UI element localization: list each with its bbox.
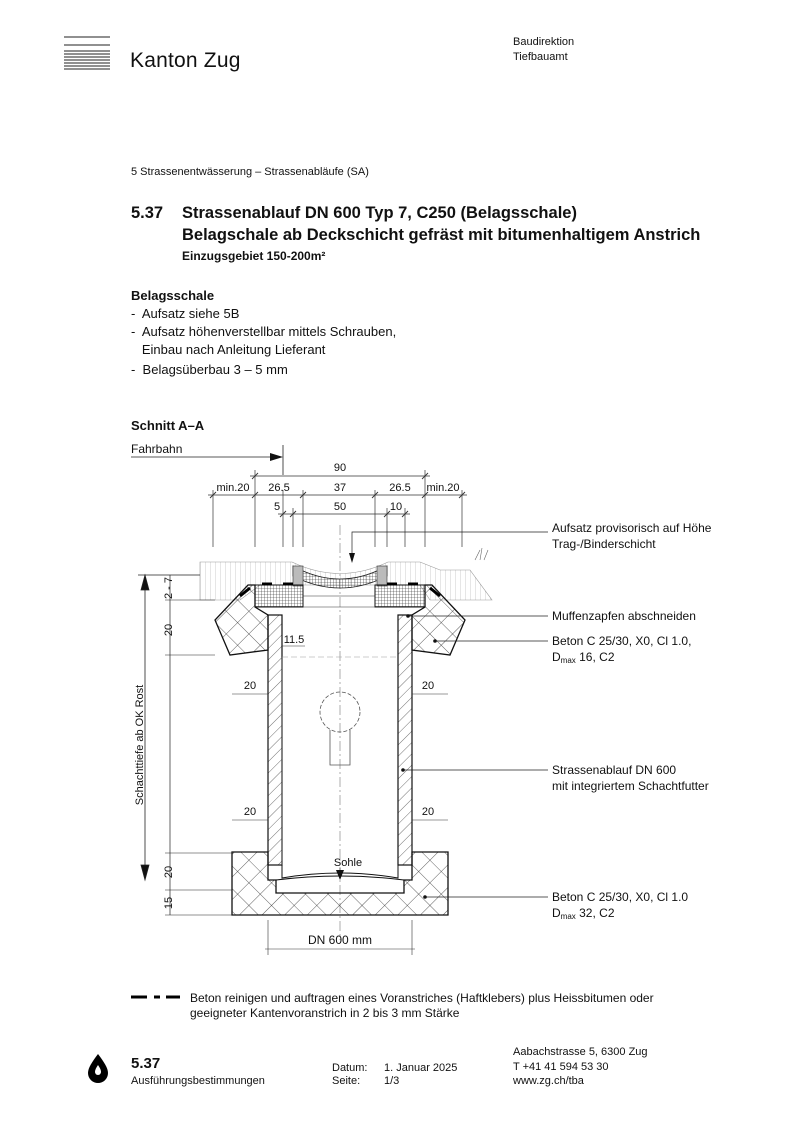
notes-item: - Aufsatz siehe 5B [131, 306, 240, 321]
collar-right [411, 584, 466, 656]
callout-beton-collar-dmax: Dmax 16, C2 [552, 650, 615, 665]
frame-block-right [374, 584, 426, 608]
date-label: Datum: [332, 1062, 368, 1074]
dim-wall-offset: 11.5 [284, 634, 305, 646]
callout-aufsatz-2: Trag-/Binderschicht [552, 537, 656, 551]
top-dimensions [208, 470, 467, 547]
outlet-pipe [319, 691, 361, 733]
callout-beton-base-dmax: Dmax 32, C2 [552, 906, 615, 921]
notes-item: Einbau nach Anleitung Lieferant [131, 342, 326, 357]
callout-ablauf: Strassenablauf DN 600 [552, 763, 676, 777]
dim-min-right: min.20 [426, 482, 459, 494]
notes-item: - Aufsatz höhenverstellbar mittels Schra… [131, 324, 397, 339]
callout-beton-base: Beton C 25/30, X0, Cl 1.0 [552, 890, 688, 904]
page-value: 1/3 [384, 1075, 400, 1087]
depth-dimension [138, 573, 232, 916]
dim-center: 37 [334, 482, 346, 494]
legend-text: Beton reinigen und auftragen eines Voran… [190, 991, 654, 1005]
dim-wall-right-top: 20 [422, 680, 434, 692]
dim-small-left: 5 [274, 501, 280, 513]
page-title: Strassenablauf DN 600 Typ 7, C250 (Belag… [182, 204, 577, 222]
dim-total: 90 [334, 462, 346, 474]
dim-base-upper: 20 [163, 866, 175, 878]
depth-label: Schachttiefe ab OK Rost [134, 685, 146, 805]
dim-left: 26.5 [268, 482, 289, 494]
dim-base-lower: 15 [163, 897, 175, 909]
page-label: Seite: [332, 1075, 361, 1087]
department: Baudirektion [513, 36, 575, 48]
dim-right: 26.5 [389, 482, 410, 494]
dim-diameter: DN 600 mm [308, 933, 372, 947]
dim-wall-left-top: 20 [244, 680, 256, 692]
date-value: 1. Januar 2025 [384, 1062, 458, 1074]
page-title-line2: Belagschale ab Deckschicht gefräst mit b… [182, 226, 701, 244]
callout-aufsatz: Aufsatz provisorisch auf Höhe [552, 521, 712, 535]
dim-opening: 50 [334, 501, 346, 513]
dim-wall-right-bottom: 20 [422, 806, 434, 818]
road-arrow [131, 445, 284, 475]
shaft-wall-left [267, 614, 283, 866]
footer-phone: T +41 41 594 53 30 [513, 1061, 609, 1073]
dim-wall-left-bottom: 20 [244, 806, 256, 818]
logo-text: Kanton Zug [130, 49, 241, 72]
footer-number: 5.37 [131, 1055, 161, 1072]
callout-ablauf-2: mit integriertem Schachtfutter [552, 779, 709, 793]
footer-web[interactable]: www.zg.ch/tba [513, 1075, 584, 1087]
dim-small-right: 10 [390, 501, 402, 513]
frame-block-left [254, 584, 304, 608]
footer-label: Ausführungsbestimmungen [131, 1075, 265, 1087]
office: Tiefbauamt [513, 51, 568, 63]
dim-collar-height: 20 [163, 624, 175, 636]
shaft-wall-right [397, 614, 413, 866]
legend-text-2: geeigneter Kantenvoranstrich in 2 bis 3 … [190, 1006, 460, 1020]
notes-item: - Belagsüberbau 3 – 5 mm [131, 362, 288, 377]
callout-beton-collar: Beton C 25/30, X0, Cl 1.0, [552, 634, 691, 648]
page-subtitle: Einzugsgebiet 150-200m² [182, 249, 326, 263]
dim-cover-height: 2 - 7 [163, 577, 175, 599]
road-label: Fahrbahn [131, 442, 183, 456]
breadcrumb: 5 Strassenentwässerung – Strassenabläufe… [131, 166, 369, 178]
kanton-zug-logo-icon [64, 36, 110, 70]
section-number: 5.37 [131, 204, 164, 222]
notes-heading: Belagsschale [131, 288, 215, 303]
sohle-label: Sohle [334, 857, 362, 869]
collar-left [214, 584, 269, 656]
callout-leaders [351, 531, 548, 898]
footer-address: Aabachstrasse 5, 6300 Zug [513, 1046, 648, 1058]
callout-muffen: Muffenzapfen abschneiden [552, 609, 696, 623]
section-heading: Schnitt A–A [131, 418, 205, 433]
dim-min-left: min.20 [216, 482, 249, 494]
bitumen-marks [239, 582, 441, 598]
